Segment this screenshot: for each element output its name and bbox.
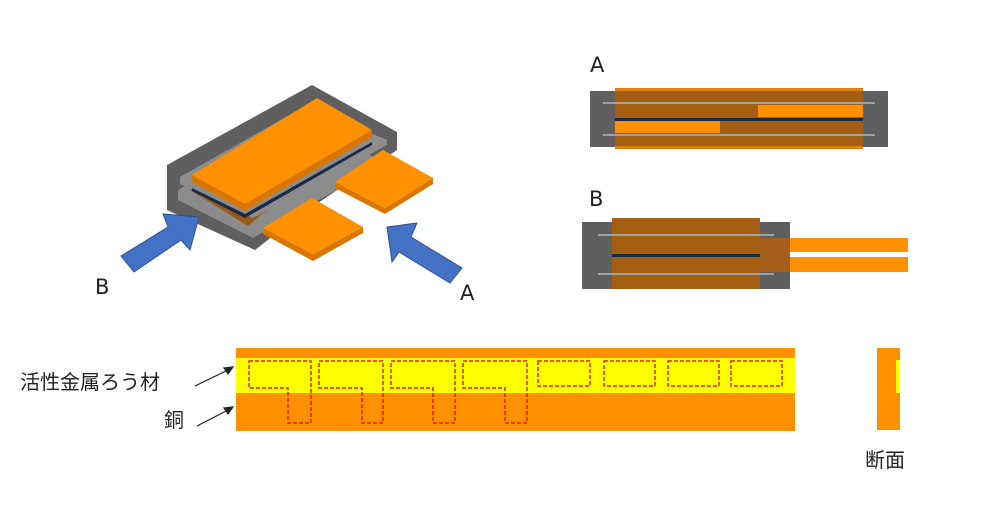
lead xyxy=(760,257,908,272)
dashed-rect xyxy=(730,360,783,387)
copper-body xyxy=(612,218,760,289)
copper-label: 銅 xyxy=(164,408,184,432)
view-b xyxy=(582,218,908,289)
isometric-component xyxy=(120,85,463,284)
dashed-rect xyxy=(603,360,656,387)
plate-line xyxy=(598,273,774,275)
pointer-arrow-head xyxy=(222,366,235,376)
copper-edge xyxy=(615,146,863,149)
arrow-a xyxy=(386,222,463,284)
insulator xyxy=(615,118,863,121)
pointer-arrow-line xyxy=(196,409,229,427)
plate-line xyxy=(598,234,774,236)
lead xyxy=(760,238,908,252)
plate-line xyxy=(603,102,875,104)
pointer-arrow-head xyxy=(222,406,235,416)
arrow-b-label: B xyxy=(95,275,110,299)
insulator xyxy=(612,254,760,257)
lead-a xyxy=(335,150,433,208)
arrow-b xyxy=(120,213,200,273)
brazing-material-label: 活性金属ろう材 xyxy=(20,370,160,394)
dashed-l-shape xyxy=(318,360,384,424)
dashed-rect xyxy=(537,360,591,387)
cross-section-label: 断面 xyxy=(865,448,905,472)
brazing-strip xyxy=(194,348,900,431)
view-a xyxy=(590,88,888,149)
cross-section-copper xyxy=(877,348,900,430)
plate-line xyxy=(603,134,875,136)
top-pad xyxy=(192,98,372,204)
view-b-label: B xyxy=(589,187,604,211)
lead-a-side xyxy=(335,178,433,214)
dashed-l-shape xyxy=(248,360,312,424)
dashed-l-shape xyxy=(390,360,456,424)
arrow-a-label: A xyxy=(460,281,475,305)
brazing-layer xyxy=(236,358,795,393)
lead-bottom xyxy=(615,121,720,133)
lead-top xyxy=(758,105,863,117)
lead-b-side xyxy=(263,227,363,261)
pointer-arrow-line xyxy=(194,369,229,387)
copper-edge xyxy=(615,88,863,91)
view-a-label: A xyxy=(590,53,605,77)
dashed-l-shape xyxy=(462,360,528,424)
lead-b xyxy=(263,198,363,254)
dashed-rect xyxy=(667,360,720,387)
lead-overlap xyxy=(760,238,790,272)
cross-section-brazing xyxy=(896,360,900,393)
